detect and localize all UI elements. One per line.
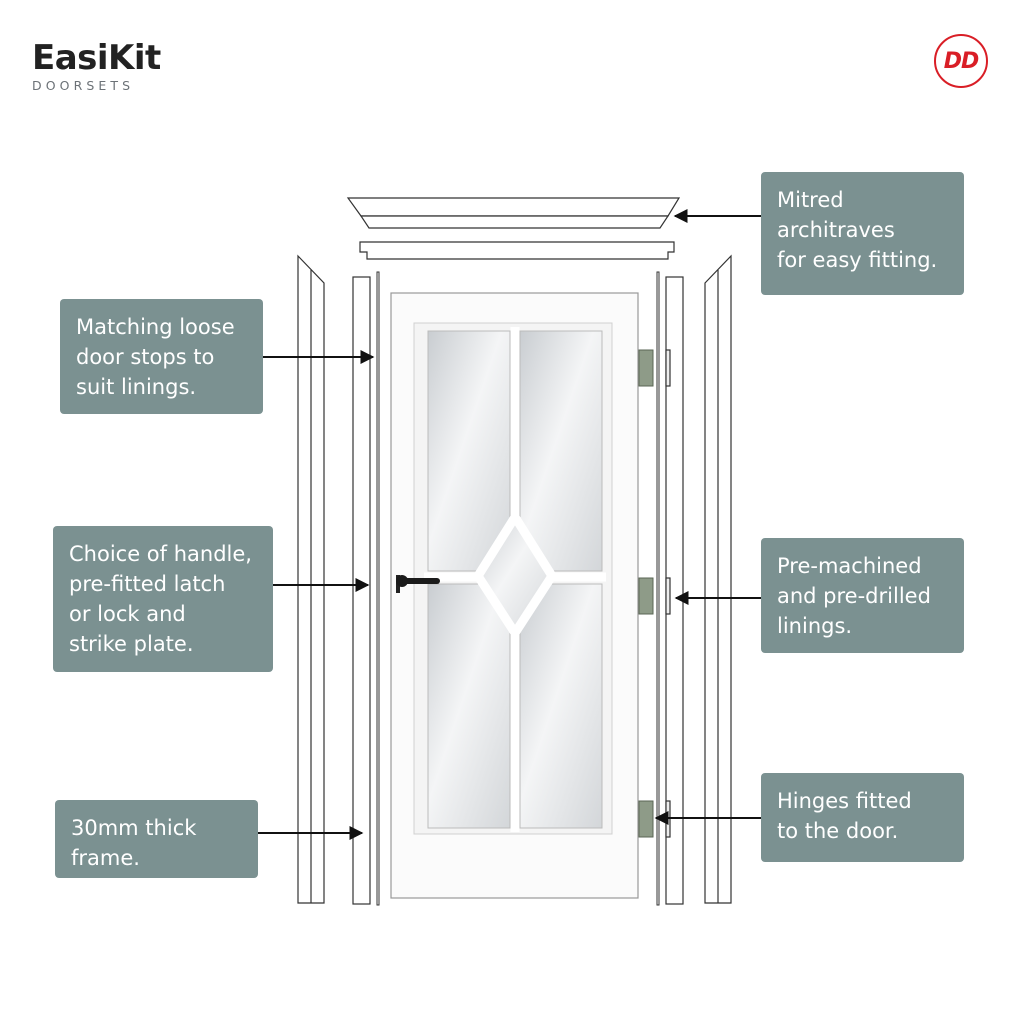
right-architrave: [704, 254, 732, 904]
brand-name: EasiKit: [32, 38, 161, 78]
right-door-stop: [656, 271, 660, 906]
left-architrave: [297, 254, 325, 904]
label-line: suit linings.: [76, 375, 197, 399]
brand-subtitle: DOORSETS: [32, 78, 135, 93]
dd-logo-icon: DD: [934, 34, 988, 88]
label-line: Choice of handle,: [69, 542, 252, 566]
label-door-stops: Matching loose door stops to suit lining…: [60, 299, 263, 414]
left-lining: [352, 276, 371, 905]
label-line: pre-fitted latch: [69, 572, 226, 596]
label-line: linings.: [777, 614, 853, 638]
label-line: or lock and: [69, 602, 186, 626]
label-hinges: Hinges fitted to the door.: [761, 773, 964, 862]
label-line: Hinges fitted: [777, 789, 912, 813]
left-door-stop: [376, 271, 380, 906]
label-line: Pre-machined: [777, 554, 922, 578]
label-line: frame.: [71, 846, 140, 870]
label-line: and pre-drilled: [777, 584, 931, 608]
label-handle: Choice of handle, pre-fitted latch or lo…: [53, 526, 273, 672]
label-line: strike plate.: [69, 632, 194, 656]
label-architraves: Mitred architraves for easy fitting.: [761, 172, 964, 295]
right-lining: [665, 276, 684, 905]
label-line: for easy fitting.: [777, 248, 938, 272]
door-leaf: [390, 292, 639, 899]
label-line: Mitred: [777, 188, 844, 212]
door-handle-icon: [396, 575, 440, 593]
label-line: 30mm thick: [71, 816, 197, 840]
dd-logo-text: DD: [943, 48, 980, 74]
label-linings: Pre-machined and pre-drilled linings.: [761, 538, 964, 653]
label-line: architraves: [777, 218, 895, 242]
door-glass-panes: [427, 330, 603, 829]
label-line: door stops to: [76, 345, 215, 369]
label-frame: 30mm thick frame.: [55, 800, 258, 878]
top-lining: [359, 241, 675, 260]
glazing-bars: [424, 327, 606, 832]
brand-logo: EasiKit DOORSETS: [32, 40, 161, 93]
hinges: [638, 349, 654, 838]
top-architrave: [346, 197, 681, 229]
callout-arrows: [258, 209, 762, 840]
label-line: to the door.: [777, 819, 899, 843]
label-line: Matching loose: [76, 315, 235, 339]
